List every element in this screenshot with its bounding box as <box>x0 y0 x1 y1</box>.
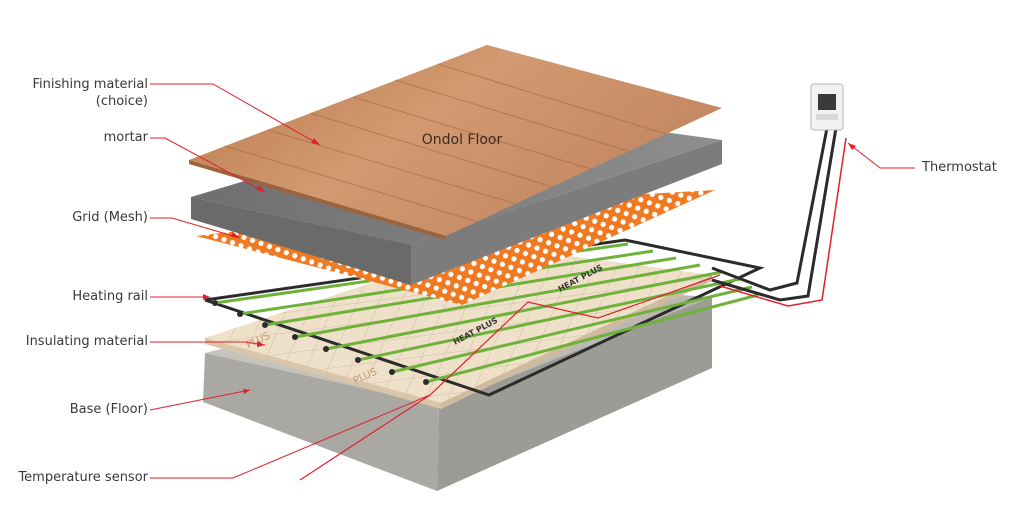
label-temperature-sensor: Temperature sensor <box>18 470 148 485</box>
sensor-wire <box>299 274 721 481</box>
base-front-face <box>203 353 439 491</box>
thermostat-wire-red <box>719 137 847 307</box>
label-finishing-line2: (choice) <box>95 94 148 109</box>
leader-lines <box>149 83 915 479</box>
insulation-front-edge <box>205 338 441 409</box>
mortar-side-face <box>411 140 722 285</box>
label-finishing-line1: Finishing material <box>32 77 148 92</box>
label-heating-rail: Heating rail <box>72 289 148 304</box>
label-thermostat: Thermostat <box>922 160 997 175</box>
thermostat-icon <box>810 83 844 131</box>
label-base-floor: Base (Floor) <box>69 402 148 417</box>
wood-top-face <box>189 45 722 236</box>
leader-arrowheads <box>203 138 856 394</box>
label-grid-mesh: Grid (Mesh) <box>72 210 148 225</box>
thermostat-wire-1 <box>711 127 829 292</box>
mortar-front-face <box>191 197 411 285</box>
thermostat-wire-2 <box>711 127 838 302</box>
label-mortar: mortar <box>103 130 148 145</box>
wood-front-edge <box>189 160 446 240</box>
thermostat-assembly <box>711 83 847 307</box>
label-insulating-material: Insulating material <box>25 334 148 349</box>
label-finishing-material: Finishing material (choice) <box>0 76 148 110</box>
board-title-text: Ondol Floor <box>422 132 503 148</box>
wood-planks <box>224 63 667 223</box>
rail-clips <box>212 300 429 385</box>
finishing-material-layer: Ondol Floor <box>189 45 722 240</box>
base-side-face <box>437 297 712 491</box>
